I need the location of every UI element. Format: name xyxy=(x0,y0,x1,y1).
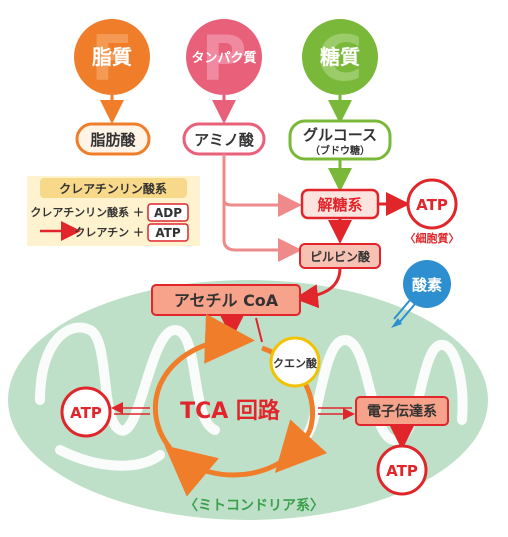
acetyl-coa-label: アセチル CoA xyxy=(174,291,279,310)
glycolysis-atp: ATP xyxy=(406,178,458,230)
oxygen-node: 酸素 xyxy=(403,260,451,308)
glycolysis-box: 解糖系 xyxy=(300,188,380,220)
oxygen-label: 酸素 xyxy=(412,276,442,294)
nutrient-protein: P タンパク質 xyxy=(186,19,262,95)
creatine-adp: ADP xyxy=(154,206,182,220)
sugar-initial: C xyxy=(317,22,363,95)
protein-label: タンパク質 xyxy=(191,50,256,66)
acetyl-coa-box: アセチル CoA xyxy=(151,284,301,316)
tca-label: TCA 回路 xyxy=(180,398,281,424)
etc-atp: ATP xyxy=(376,444,428,496)
etc-atp-label: ATP xyxy=(386,462,418,480)
fat-label: 脂質 xyxy=(92,45,132,69)
amino-acid-label: アミノ酸 xyxy=(194,131,255,149)
creatine-atp: ATP xyxy=(155,226,181,240)
creatine-line2: クレアチン ＋ xyxy=(74,226,144,239)
pyruvate-box: ピルビン酸 xyxy=(299,243,381,269)
amino-acid-box: アミノ酸 xyxy=(182,122,266,156)
glycolysis-atp-label: ATP xyxy=(416,196,448,214)
nutrient-sugar: C 糖質 xyxy=(302,19,378,95)
etc-label: 電子伝達系 xyxy=(367,403,437,420)
glucose-box: グルコース （ブドウ糖） xyxy=(288,119,392,161)
tca-atp: ATP xyxy=(60,386,112,438)
creatine-title: クレアチンリン酸系 xyxy=(59,181,167,196)
tca-atp-label: ATP xyxy=(70,404,102,422)
glycolysis-label: 解糖系 xyxy=(317,196,362,214)
glucose-note: （ブドウ糖） xyxy=(310,144,370,157)
fat-initial: F xyxy=(91,22,133,95)
fatty-acid-label: 脂肪酸 xyxy=(90,131,136,149)
creatine-line1: クレアチンリン酸系 ＋ xyxy=(30,205,144,219)
pyruvate-label: ピルビン酸 xyxy=(310,249,371,264)
cytoplasm-label: 〈細胞質〉 xyxy=(405,231,460,245)
creatine-system: クレアチンリン酸系 クレアチンリン酸系 ＋ ADP クレアチン ＋ ATP xyxy=(27,176,200,246)
citric-acid-label: クエン酸 xyxy=(273,356,318,370)
citric-acid-node: クエン酸 xyxy=(269,336,321,388)
etc-box: 電子伝達系 xyxy=(355,396,449,426)
nutrient-fat: F 脂質 xyxy=(74,19,150,95)
glucose-label: グルコース xyxy=(303,126,377,144)
sugar-label: 糖質 xyxy=(320,45,360,69)
mitochondria-label: 〈ミトコンドリア系〉 xyxy=(184,497,324,514)
fatty-acid-box: 脂肪酸 xyxy=(75,122,151,156)
protein-initial: P xyxy=(201,22,246,95)
